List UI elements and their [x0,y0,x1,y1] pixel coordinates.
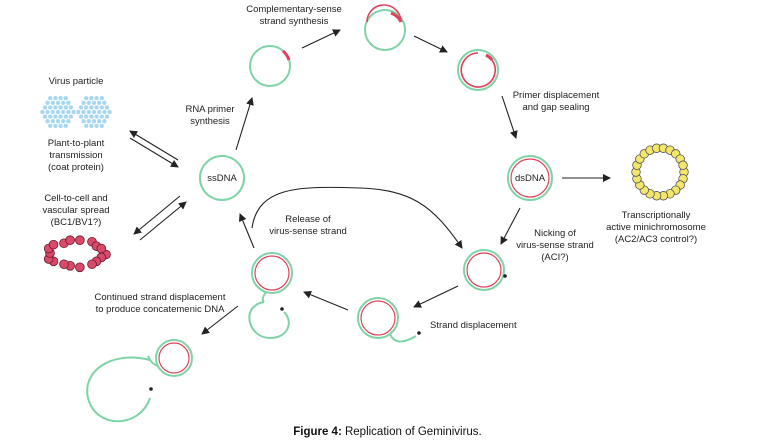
label-plant-transmission-3: (coat protein) [48,162,104,173]
label-nicking-3: (ACI?) [541,252,568,263]
label-rna-primer: RNA primer [185,104,234,115]
primed-circle [249,45,291,87]
label-nicking: Nicking of [534,228,576,239]
arrows [129,29,611,335]
label-primer-displacement: Primer displacement [513,90,600,101]
label-cell-spread: Cell-to-cell and [44,193,107,204]
label-rna-primer-2: synthesis [190,116,230,127]
release-circle [248,252,293,340]
label-plant-transmission-2: transmission [49,150,102,161]
label-virus-particle: Virus particle [49,76,104,87]
ssdna-label: ssDNA [207,173,237,184]
dsdna-node [507,155,553,201]
virus-particle-icon [39,95,113,129]
caption-prefix: Figure 4: [293,426,342,438]
arrow-to-gap-circle [413,35,448,53]
dsdna-inner-strand [510,158,550,198]
spread-complex-icon [43,235,111,273]
caption-text: Replication of Geminivirus. [341,426,482,438]
figure-caption: Figure 4: Replication of Geminivirus. [0,426,775,438]
label-continued-displacement: Continued strand displacement [95,292,226,303]
arrow-nicking [500,207,521,245]
arrow-ssdna-to-spread [133,195,181,235]
ssdna-node [199,155,245,201]
labels: Virus particle Plant-to-plant transmissi… [42,4,705,331]
arrow-continued-displacement [201,305,239,335]
minichromosome-icon [631,143,689,201]
arrow-rna-primer [235,97,254,151]
gap-circle [457,49,499,91]
label-release: Release of [285,214,331,225]
label-minichromosome-2: active minichromosome [606,222,706,233]
arrow-ssdna-to-particle [129,130,179,161]
synthesis-circle [364,4,406,51]
label-minichromosome-3: (AC2/AC3 control?) [615,234,697,245]
label-complementary-sense-2: strand synthesis [260,16,329,27]
label-primer-displacement-2: and gap sealing [522,102,589,113]
arrow-particle-to-ssdna [129,137,179,168]
label-plant-transmission: Plant-to-plant [48,138,105,149]
concatemer-circle [86,339,193,423]
arrow-to-release [303,290,349,311]
label-cell-spread-2: vascular spread [42,205,109,216]
displacement-circle [357,297,421,343]
label-complementary-sense: Complementary-sense [246,4,342,15]
arrow-release-to-ssdna [238,213,255,249]
arrow-spread-to-ssdna [139,201,187,241]
arrow-arc-to-nicking [251,186,463,249]
dsdna-label: dsDNA [515,173,546,184]
nicked-circle [463,249,507,291]
label-cell-spread-3: (BC1/BV1?) [51,217,102,228]
label-release-2: virus-sense strand [269,226,347,237]
arrow-primer-displacement [501,95,518,139]
label-nicking-2: virus-sense strand [516,240,594,251]
label-minichromosome: Transcriptionally [622,210,691,221]
arrow-complementary-synthesis [301,29,341,49]
arrow-strand-displacement [413,285,459,308]
label-strand-displacement: Strand displacement [430,320,517,331]
label-continued-displacement-2: to produce concatemenic DNA [96,304,226,315]
